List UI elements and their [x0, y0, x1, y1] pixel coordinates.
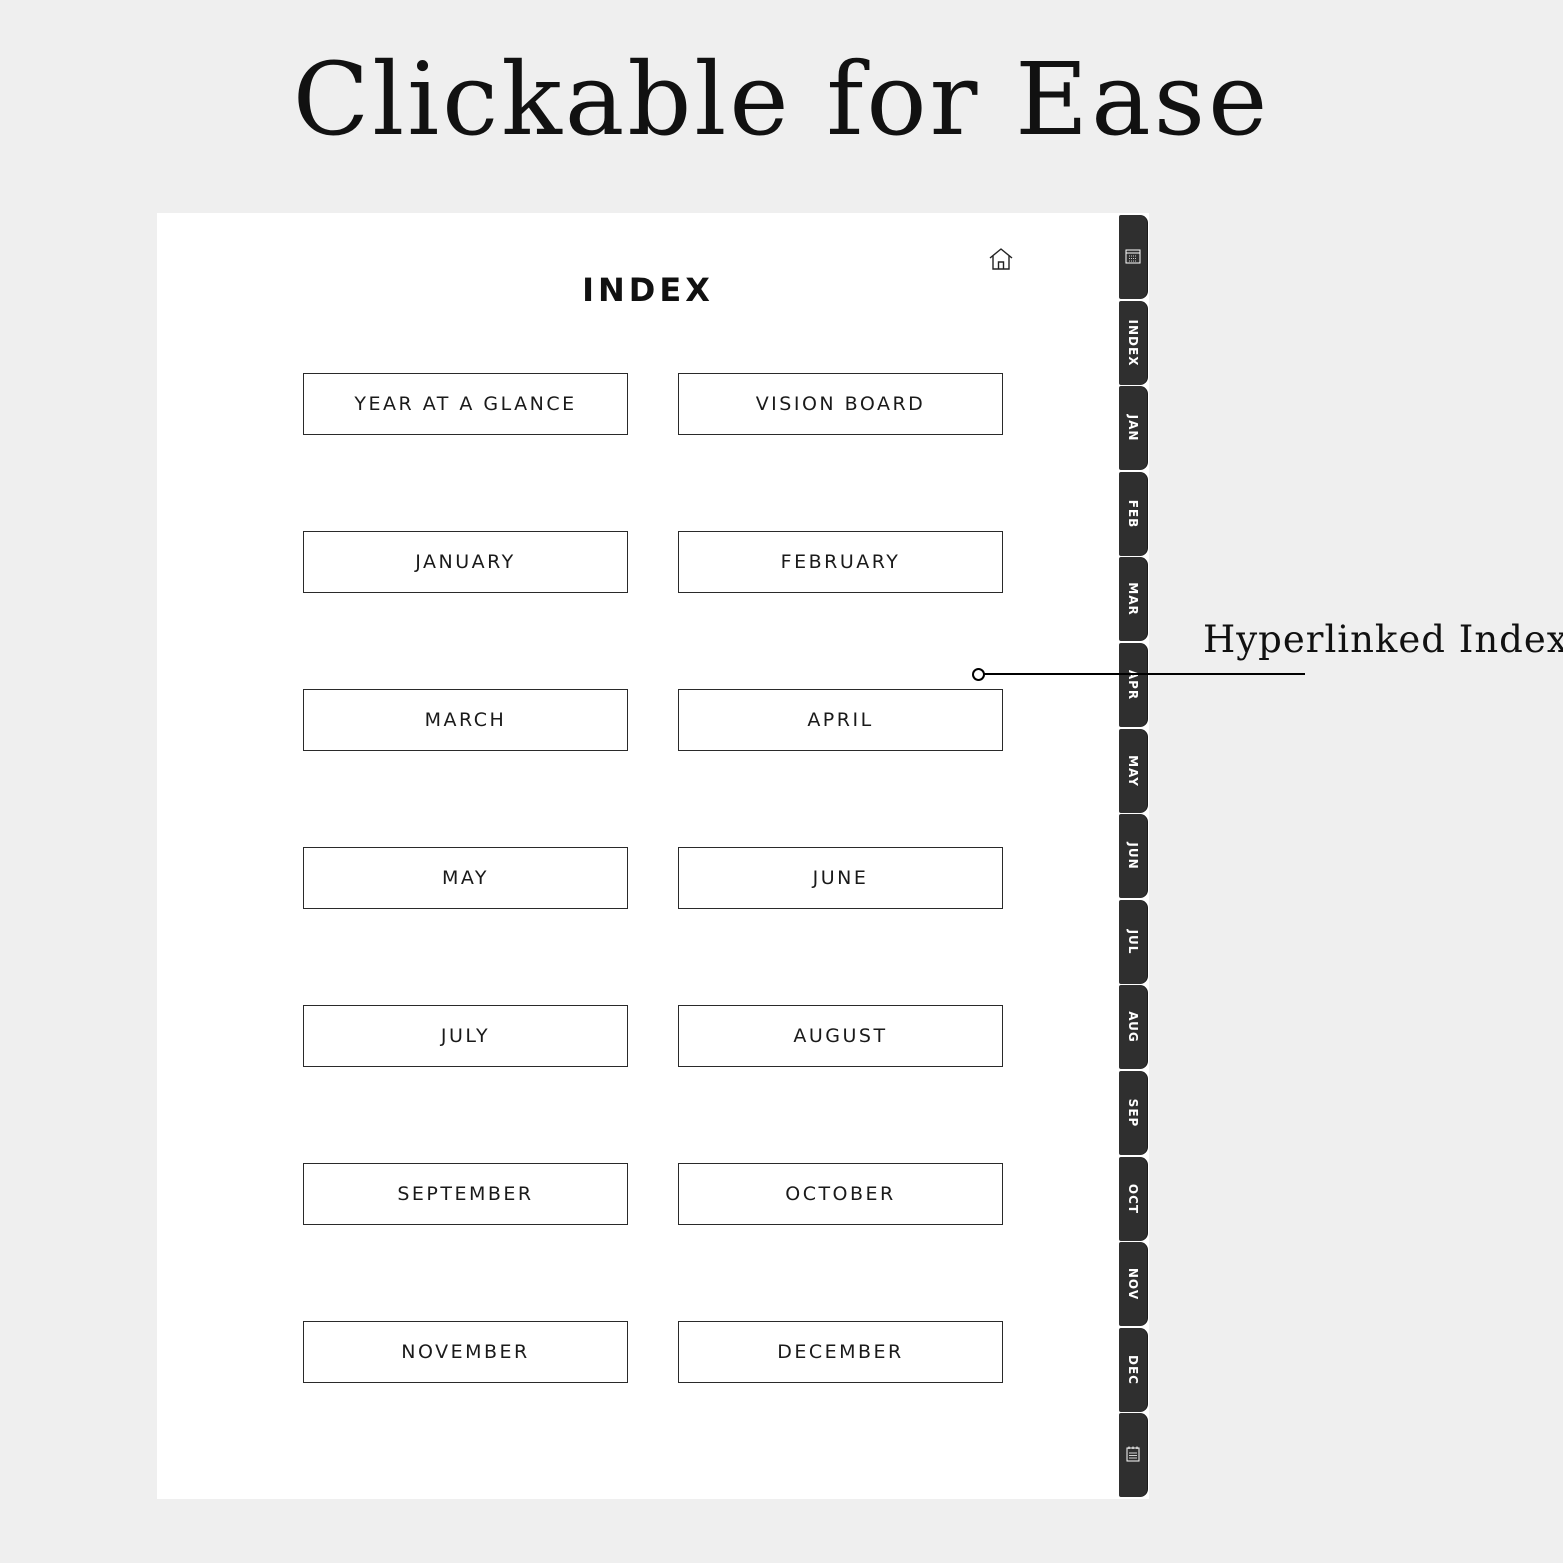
tab-aug[interactable]: AUG [1119, 985, 1147, 1070]
index-link-vision-board[interactable]: VISION BOARD [678, 373, 1003, 435]
headline: Clickable for Ease [292, 41, 1271, 158]
tab-jul[interactable]: JUL [1119, 899, 1147, 984]
tab-label: AUG [1126, 1011, 1140, 1044]
calendar-icon [1125, 249, 1141, 264]
tab-index[interactable]: INDEX [1119, 300, 1147, 385]
tab-sep[interactable]: SEP [1119, 1071, 1147, 1155]
index-link-october[interactable]: OCTOBER [678, 1163, 1003, 1225]
index-link-december[interactable]: DECEMBER [678, 1321, 1003, 1383]
tab-jun[interactable]: JUN [1119, 814, 1147, 899]
index-link-november[interactable]: NOVEMBER [303, 1321, 628, 1383]
tab-label: MAR [1126, 582, 1140, 617]
tab-may[interactable]: MAY [1119, 728, 1147, 813]
tab-label: NOV [1126, 1268, 1140, 1301]
notes-icon [1126, 1446, 1140, 1462]
tab-label: JUL [1126, 929, 1140, 955]
index-link-february[interactable]: FEBRUARY [678, 531, 1003, 593]
tab-label: FEB [1126, 499, 1140, 529]
tab-label: DEC [1126, 1354, 1140, 1385]
index-link-july[interactable]: JULY [303, 1005, 628, 1067]
index-link-june[interactable]: JUNE [678, 847, 1003, 909]
tab-nov[interactable]: NOV [1119, 1242, 1147, 1327]
tab-apr[interactable]: APR [1119, 643, 1147, 727]
planner-page: INDEX YEAR AT A GLANCE VISION BOARD JANUAR… [157, 213, 1149, 1499]
tab-calendar[interactable] [1119, 215, 1147, 299]
tab-feb[interactable]: FEB [1119, 471, 1147, 556]
index-link-may[interactable]: MAY [303, 847, 628, 909]
home-icon[interactable] [987, 245, 1015, 273]
tab-mar[interactable]: MAR [1119, 557, 1147, 642]
tab-label: INDEX [1126, 319, 1140, 367]
tab-label: SEP [1126, 1098, 1140, 1128]
index-link-january[interactable]: JANUARY [303, 531, 628, 593]
index-link-september[interactable]: SEPTEMBER [303, 1163, 628, 1225]
side-tabs: INDEX JAN FEB MAR APR MAY JUN JUL AUG SEP OCT NOV DE… [1119, 213, 1149, 1499]
tab-oct[interactable]: OCT [1119, 1156, 1147, 1241]
tab-notes[interactable] [1119, 1413, 1147, 1498]
tab-label: MAY [1126, 754, 1140, 787]
callout-dot [972, 668, 985, 681]
tab-label: JAN [1126, 414, 1140, 442]
tab-dec[interactable]: DEC [1119, 1327, 1147, 1412]
tab-label: JUN [1126, 842, 1140, 870]
tab-jan[interactable]: JAN [1119, 386, 1147, 471]
index-link-year-at-a-glance[interactable]: YEAR AT A GLANCE [303, 373, 628, 435]
tab-label: OCT [1126, 1183, 1140, 1214]
index-link-april[interactable]: APRIL [678, 689, 1003, 751]
index-link-grid: YEAR AT A GLANCE VISION BOARD JANUARY FEBRU… [303, 373, 1003, 1383]
callout-label: Hyperlinked Index [1203, 618, 1563, 661]
index-link-august[interactable]: AUGUST [678, 1005, 1003, 1067]
index-link-march[interactable]: MARCH [303, 689, 628, 751]
callout-line [978, 673, 1305, 675]
page-title: INDEX [582, 271, 714, 309]
